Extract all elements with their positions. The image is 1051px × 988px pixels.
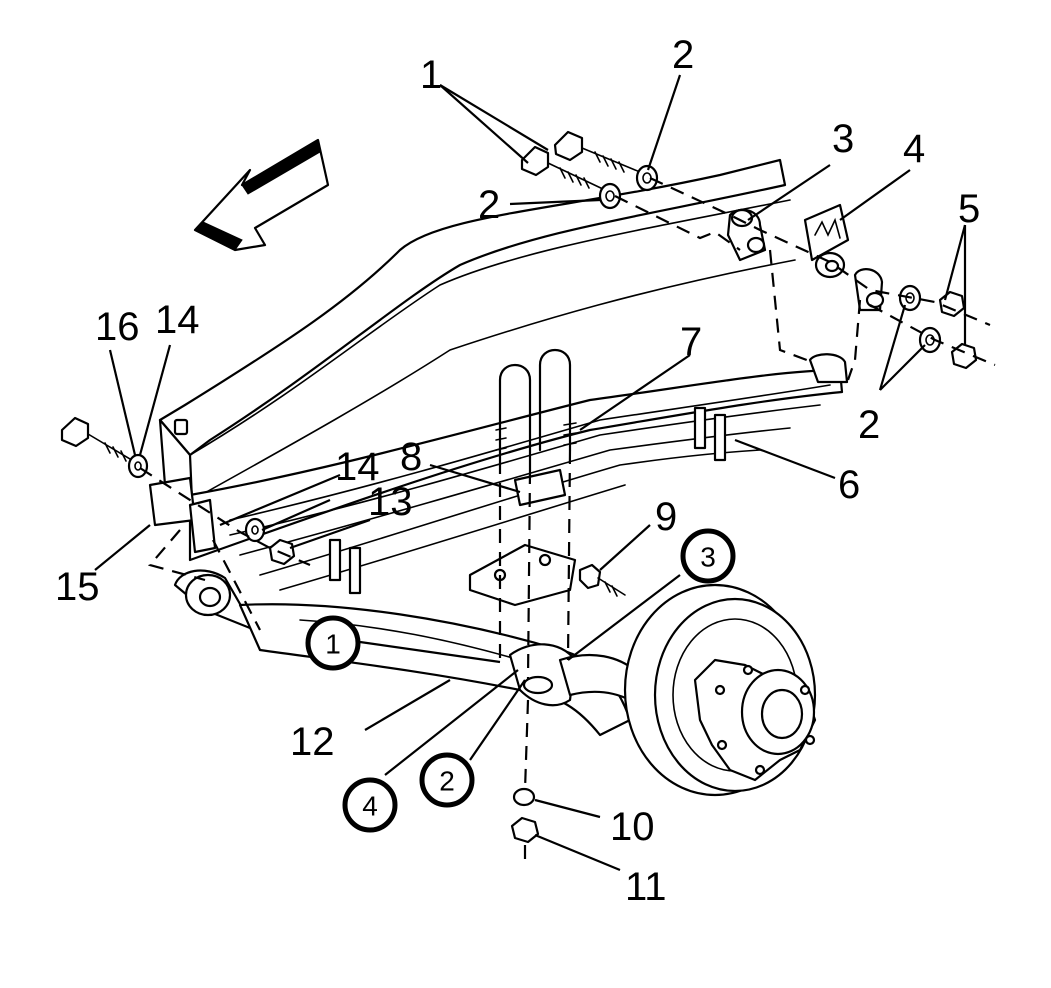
axle-housing	[238, 603, 642, 737]
callout-3: 3	[832, 117, 854, 161]
callout-4: 4	[903, 127, 925, 171]
callout-13: 13	[368, 480, 413, 524]
spacer-block	[468, 468, 577, 607]
callout-15: 15	[55, 565, 100, 609]
callout-5: 5	[958, 187, 980, 231]
front-direction-arrow-icon	[193, 138, 330, 252]
brake-rotor	[623, 583, 817, 797]
front-eye-bolt	[60, 416, 136, 463]
sequence-marker-2: 2	[419, 752, 475, 808]
svg-text:1: 1	[325, 629, 341, 660]
spring-clips	[328, 406, 727, 595]
callout-9: 9	[655, 495, 677, 539]
callout-2-top: 2	[672, 33, 694, 77]
sequence-markers: 1 2 3 4	[305, 528, 736, 833]
leader-lines	[94, 74, 967, 872]
callout-8: 8	[400, 435, 422, 479]
u-bolts	[495, 349, 577, 472]
sequence-marker-1: 1	[305, 615, 361, 671]
callout-11: 11	[625, 865, 667, 909]
svg-text:2: 2	[439, 766, 455, 797]
sequence-marker-3: 3	[680, 528, 736, 584]
callout-2-right: 2	[858, 403, 880, 447]
assembly-dashed-lines	[139, 177, 996, 860]
callout-12: 12	[290, 720, 335, 764]
callout-2-left: 2	[478, 183, 500, 227]
shackle-bolts	[520, 130, 641, 191]
front-bracket	[148, 476, 217, 554]
callout-labels: 1 2 2 3 4 5 2 7 6 8 9 16 14 14 13 15 12 …	[55, 33, 980, 909]
leaf-spring	[173, 353, 849, 632]
svg-text:3: 3	[700, 542, 716, 573]
callout-6: 6	[838, 463, 860, 507]
axle-bolt	[578, 563, 626, 597]
callout-14-top: 14	[155, 298, 200, 342]
callout-10: 10	[610, 805, 655, 849]
shackle-assembly	[726, 203, 885, 312]
callout-16: 16	[95, 305, 140, 349]
svg-text:4: 4	[362, 791, 378, 822]
callout-7: 7	[680, 320, 702, 364]
callout-1-top: 1	[420, 53, 442, 97]
callout-14-bottom: 14	[335, 445, 380, 489]
nuts	[268, 290, 978, 844]
sequence-marker-4: 4	[342, 777, 398, 833]
